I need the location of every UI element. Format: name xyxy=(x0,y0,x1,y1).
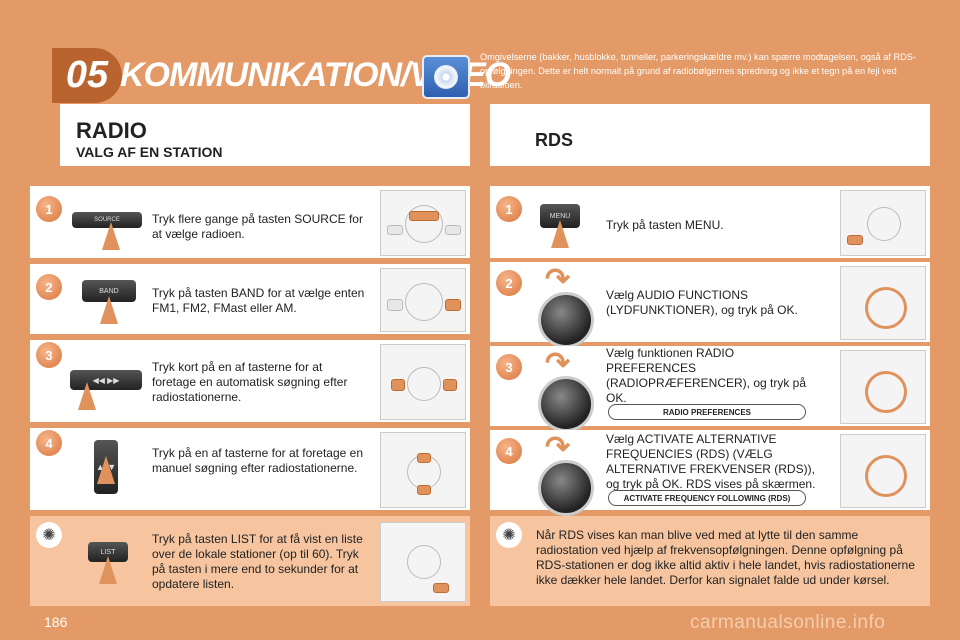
tip-text: Tryk på tasten LIST for at få vist en li… xyxy=(152,532,363,591)
press-arrow-icon xyxy=(78,382,96,410)
screen-label-activate-frequency: ACTIVATE FREQUENCY FOLLOWING (RDS) xyxy=(608,490,806,506)
step-text: Tryk på en af tasterne for at foretage e… xyxy=(152,446,364,475)
select-knob[interactable] xyxy=(538,460,594,516)
tip-text: Når RDS vises kan man blive ved med at l… xyxy=(536,528,915,587)
step-number-badge: 4 xyxy=(496,438,522,464)
step-number-badge: 1 xyxy=(496,196,522,222)
press-arrow-icon xyxy=(97,456,115,484)
radio-panel-diagram xyxy=(380,190,466,256)
rotate-arrow-icon: ↷ xyxy=(545,431,571,464)
tip-sun-icon: ✺ xyxy=(496,522,522,548)
press-arrow-icon xyxy=(551,220,569,248)
step-text: Tryk kort på en af tasterne for at foret… xyxy=(152,360,348,404)
step-text: Tryk flere gange på tasten SOURCE for at… xyxy=(152,212,363,241)
intro-text: Omgivelserne (bakker, husblokke, tunnell… xyxy=(480,52,916,90)
step-number-badge: 3 xyxy=(496,354,522,380)
band-key[interactable]: BAND xyxy=(82,280,136,302)
step-text: Vælg AUDIO FUNCTIONS (LYDFUNKTIONER), og… xyxy=(606,288,798,317)
step-text: Tryk på tasten MENU. xyxy=(606,218,724,232)
select-knob[interactable] xyxy=(538,376,594,432)
step-text: Vælg ACTIVATE ALTERNATIVE FREQUENCIES (R… xyxy=(606,432,816,491)
radio-panel-diagram xyxy=(840,266,926,340)
source-key[interactable]: SOURCE xyxy=(72,212,142,228)
radio-panel-diagram xyxy=(840,350,926,424)
select-knob[interactable] xyxy=(538,292,594,348)
radio-panel-diagram xyxy=(380,432,466,508)
chapter-number: 05 xyxy=(52,48,122,103)
rotate-arrow-icon: ↷ xyxy=(545,263,571,296)
rds-tip-box xyxy=(490,516,930,606)
rotate-arrow-icon: ↷ xyxy=(545,347,571,380)
tip-sun-icon: ✺ xyxy=(36,522,62,548)
step-number-badge: 2 xyxy=(496,270,522,296)
cd-disc-icon xyxy=(422,55,470,99)
radio-panel-diagram xyxy=(840,434,926,508)
press-arrow-icon xyxy=(100,296,118,324)
step-number-badge: 3 xyxy=(36,342,62,368)
radio-title: RADIO xyxy=(76,118,147,143)
radio-panel-diagram xyxy=(380,344,466,420)
step-text: Vælg funktionen RADIO PREFERENCES (RADIO… xyxy=(606,346,807,405)
press-arrow-icon xyxy=(99,556,117,584)
rds-title: RDS xyxy=(535,130,574,150)
step-number-badge: 4 xyxy=(36,430,62,456)
radio-header-box xyxy=(60,104,470,166)
rds-header-box xyxy=(490,104,930,166)
radio-panel-diagram xyxy=(840,190,926,256)
page-number: 186 xyxy=(44,614,68,630)
screen-label-radio-preferences: RADIO PREFERENCES xyxy=(608,404,806,420)
press-arrow-icon xyxy=(102,222,120,250)
step-number-badge: 1 xyxy=(36,196,62,222)
radio-panel-diagram xyxy=(380,268,466,332)
list-key[interactable]: LIST xyxy=(88,542,128,562)
chapter-title: KOMMUNIKATION/VIDEO xyxy=(120,56,511,94)
step-text: Tryk på tasten BAND for at vælge enten F… xyxy=(152,286,365,315)
radio-panel-diagram xyxy=(380,522,466,602)
watermark: carmanualsonline.info xyxy=(690,612,886,633)
step-number-badge: 2 xyxy=(36,274,62,300)
radio-subtitle: VALG AF EN STATION xyxy=(76,144,223,160)
